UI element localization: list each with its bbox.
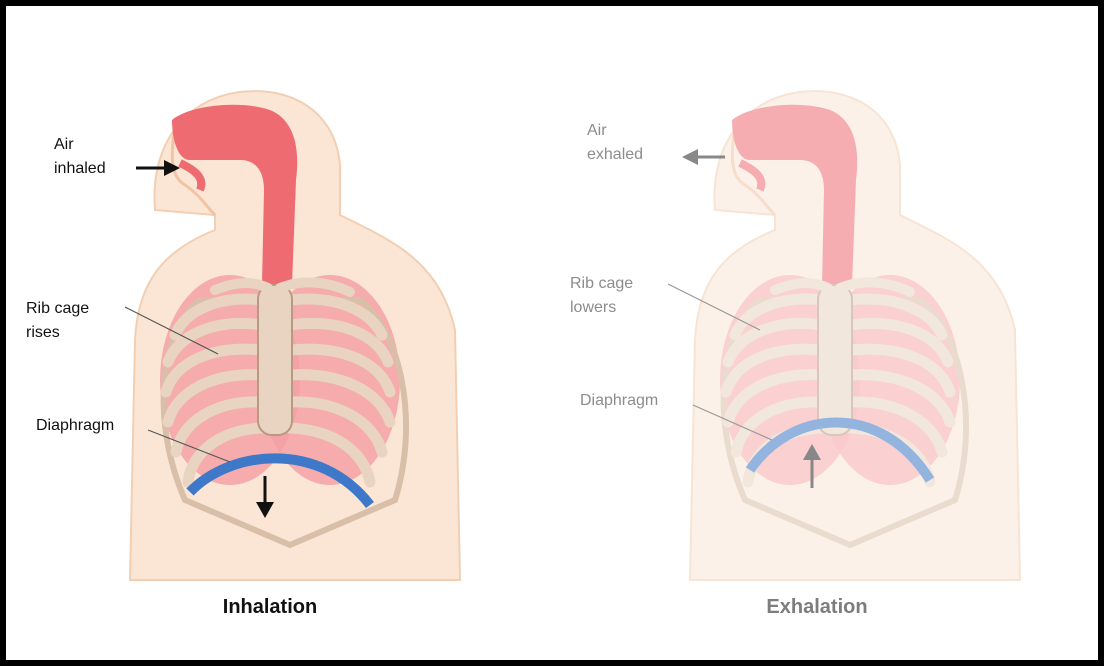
- air-inhaled-label: Air inhaled: [54, 133, 106, 181]
- inhalation-diaphragm-label: Diaphragm: [36, 414, 114, 438]
- exhalation-title: Exhalation: [697, 596, 937, 619]
- inhalation-title: Inhalation: [150, 596, 390, 619]
- exhalation-figure: [690, 91, 1020, 580]
- rib-cage-rises-label: Rib cage rises: [26, 297, 89, 345]
- inhalation-figure: [125, 91, 460, 580]
- exhalation-diaphragm-label: Diaphragm: [580, 389, 658, 413]
- rib-cage-lowers-label: Rib cage lowers: [570, 272, 633, 320]
- air-exhaled-label: Air exhaled: [587, 119, 643, 167]
